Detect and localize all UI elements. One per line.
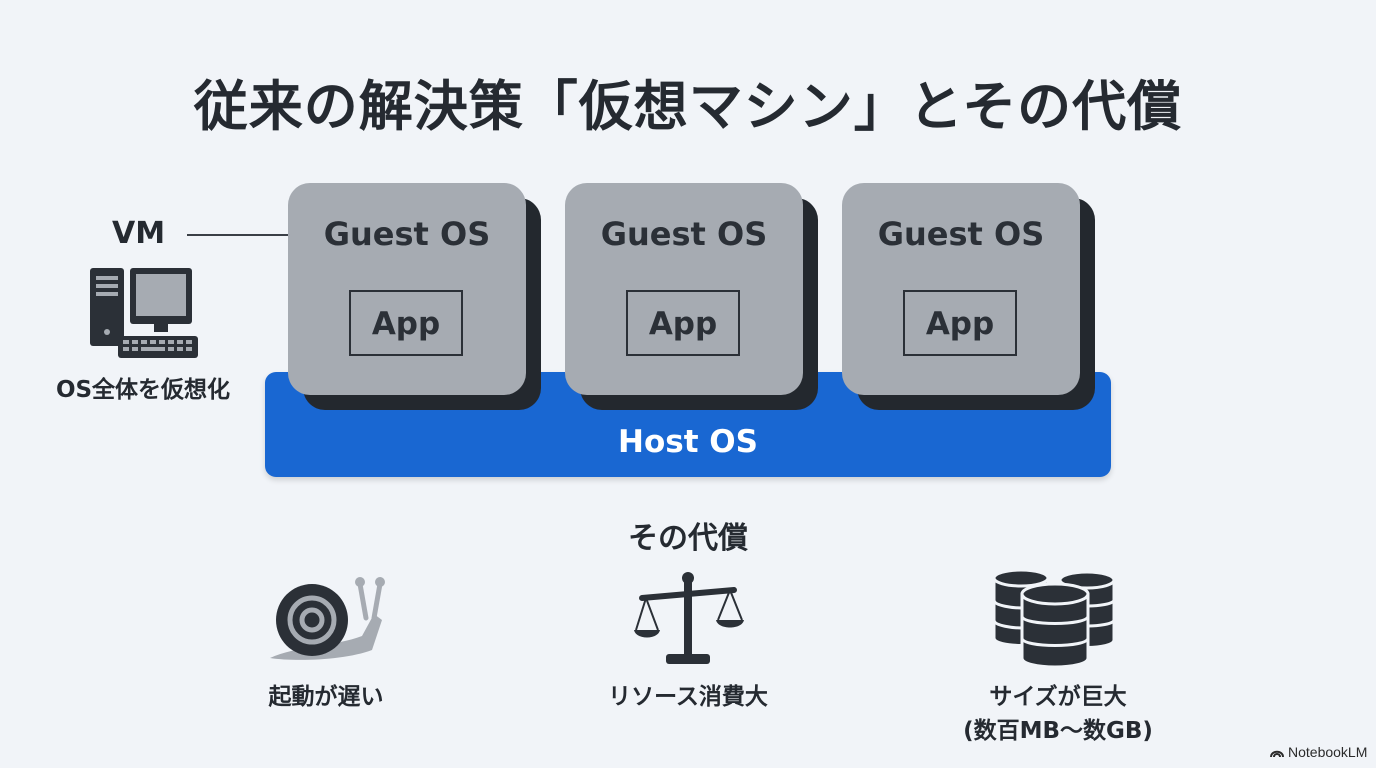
database-icon bbox=[992, 568, 1116, 669]
cost-label-large-size: サイズが巨大 (数百MB〜数GB) bbox=[928, 680, 1188, 748]
app-label: App bbox=[925, 306, 995, 342]
guest-os-box: Guest OS App bbox=[842, 183, 1080, 395]
app-label: App bbox=[371, 306, 441, 342]
app-label: App bbox=[648, 306, 718, 342]
costs-heading: その代償 bbox=[628, 521, 748, 556]
cost-label-slow-startup: 起動が遅い bbox=[268, 684, 384, 710]
guest-os-label: Guest OS bbox=[323, 215, 491, 253]
cost-label-resource-heavy: リソース消費大 bbox=[608, 684, 768, 710]
vm-connector-line bbox=[187, 234, 290, 236]
vm-caption: OS全体を仮想化 bbox=[55, 377, 231, 403]
brand-label: NotebookLM bbox=[1288, 744, 1368, 760]
page-title: 従来の解決策「仮想マシン」とその代償 bbox=[193, 75, 1183, 138]
guest-os-box: Guest OS App bbox=[565, 183, 803, 395]
cost-label-large-size-line1: サイズが巨大 bbox=[989, 684, 1127, 710]
app-box: App bbox=[903, 290, 1017, 356]
notebooklm-logo-icon bbox=[1270, 750, 1284, 758]
guest-os-label: Guest OS bbox=[600, 215, 768, 253]
host-os-label: Host OS bbox=[618, 424, 758, 460]
cost-label-large-size-line2: (数百MB〜数GB) bbox=[963, 718, 1153, 744]
computer-icon bbox=[90, 268, 198, 358]
app-box: App bbox=[626, 290, 740, 356]
vm-label: VM bbox=[112, 216, 166, 251]
guest-os-label: Guest OS bbox=[877, 215, 1045, 253]
notebooklm-brand: NotebookLM bbox=[1270, 744, 1367, 760]
snail-icon bbox=[270, 577, 385, 660]
balance-scale-icon bbox=[634, 572, 744, 664]
guest-os-box: Guest OS App bbox=[288, 183, 526, 395]
app-box: App bbox=[349, 290, 463, 356]
